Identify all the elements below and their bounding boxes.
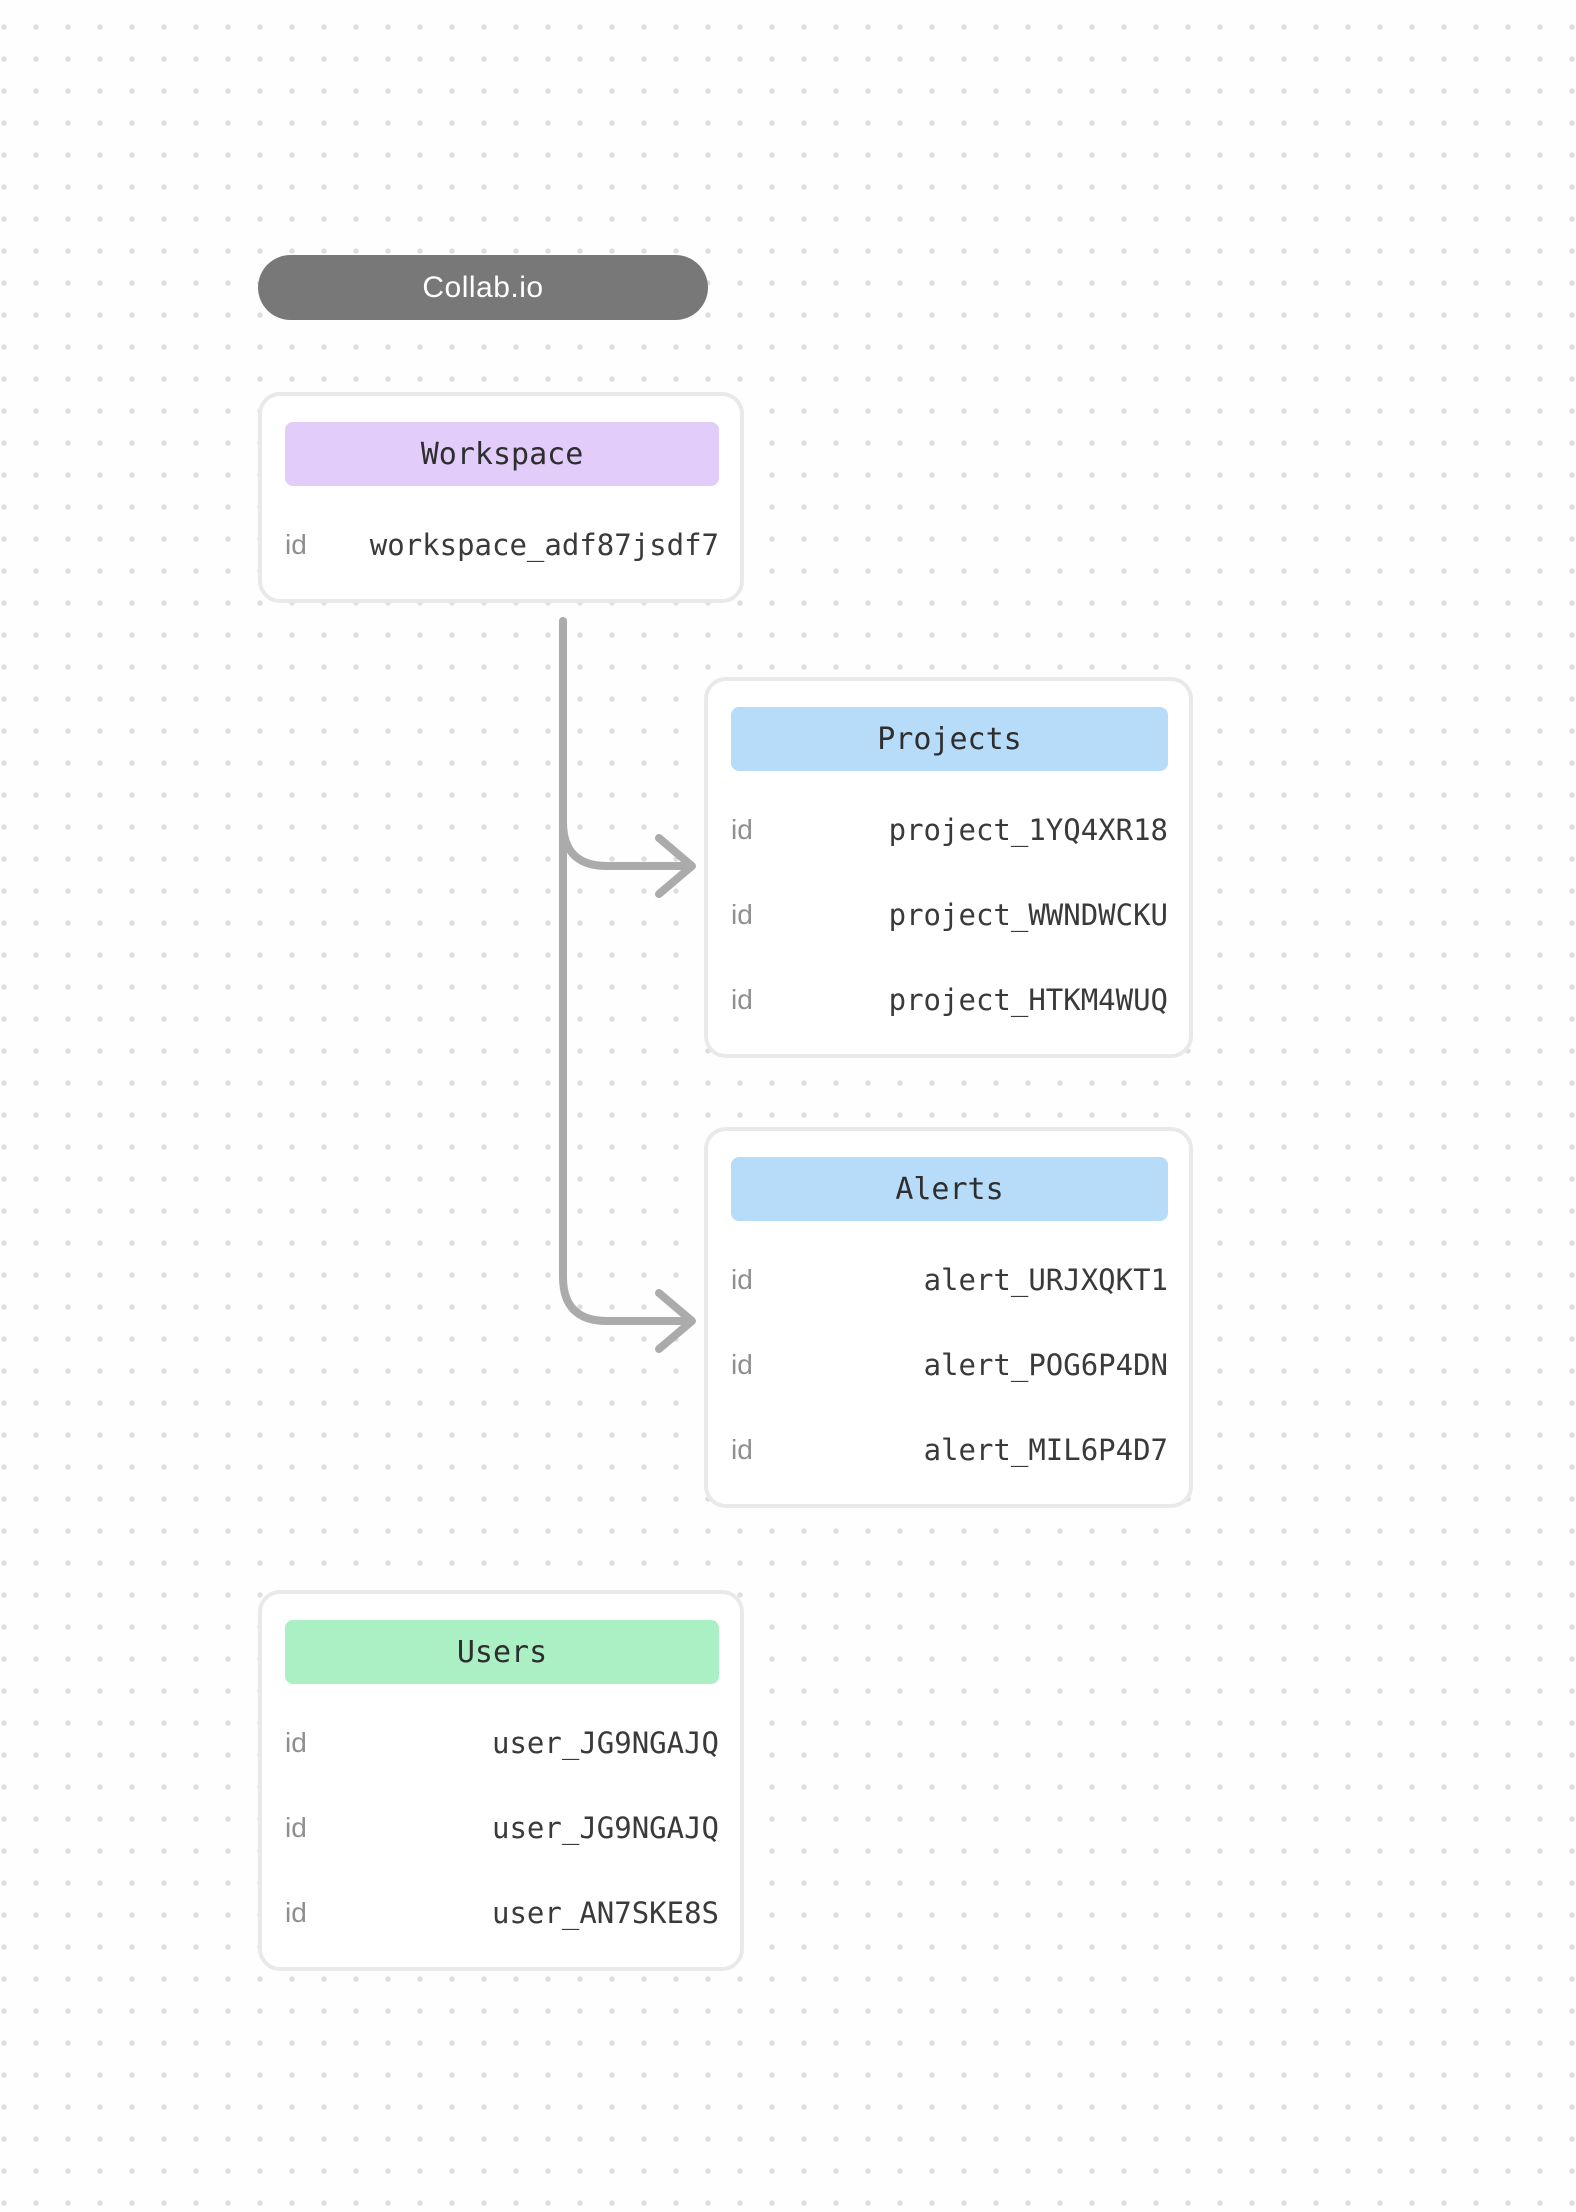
field-label: id — [285, 1726, 307, 1758]
field-value: alert_POG6P4DN — [923, 1347, 1168, 1382]
node-users-rows: id user_JG9NGAJQ id user_JG9NGAJQ id use… — [285, 1700, 719, 1955]
diagram-title: Collab.io — [422, 270, 544, 304]
node-title: Users — [456, 1634, 548, 1670]
field-label: id — [731, 898, 753, 930]
node-workspace-header: Workspace — [285, 422, 719, 486]
node-title: Projects — [877, 721, 1022, 757]
field-value: user_AN7SKE8S — [492, 1895, 719, 1930]
field-row: id alert_POG6P4DN — [731, 1322, 1168, 1407]
field-label: id — [731, 1433, 753, 1465]
field-label: id — [731, 1263, 753, 1295]
node-workspace[interactable]: Workspace id workspace_adf87jsdf7 — [258, 392, 744, 603]
field-label: id — [731, 813, 753, 845]
node-users[interactable]: Users id user_JG9NGAJQ id user_JG9NGAJQ … — [258, 1590, 744, 1971]
field-label: id — [285, 528, 307, 560]
field-row: id project_WWNDWCKU — [731, 872, 1168, 957]
field-row: id user_AN7SKE8S — [285, 1870, 719, 1955]
field-row: id user_JG9NGAJQ — [285, 1700, 719, 1785]
node-alerts[interactable]: Alerts id alert_URJXQKT1 id alert_POG6P4… — [704, 1127, 1193, 1508]
field-label: id — [731, 1348, 753, 1380]
field-label: id — [285, 1896, 307, 1928]
node-alerts-header: Alerts — [731, 1157, 1168, 1221]
arrowhead-projects-icon — [655, 834, 696, 898]
node-title: Workspace — [420, 436, 584, 472]
field-row: id alert_URJXQKT1 — [731, 1237, 1168, 1322]
node-projects-header: Projects — [731, 707, 1168, 771]
arrowhead-alerts-icon — [655, 1289, 696, 1353]
field-value: alert_URJXQKT1 — [923, 1262, 1168, 1297]
node-projects[interactable]: Projects id project_1YQ4XR18 id project_… — [704, 677, 1193, 1058]
field-row: id user_JG9NGAJQ — [285, 1785, 719, 1870]
edge-workspace-projects — [559, 818, 686, 870]
node-users-header: Users — [285, 1620, 719, 1684]
field-value: alert_MIL6P4D7 — [923, 1432, 1168, 1467]
field-label: id — [731, 983, 753, 1015]
node-workspace-rows: id workspace_adf87jsdf7 — [285, 502, 719, 587]
field-value: project_HTKM4WUQ — [888, 982, 1168, 1017]
field-label: id — [285, 1811, 307, 1843]
field-value: workspace_adf87jsdf7 — [369, 527, 719, 562]
field-value: project_1YQ4XR18 — [888, 812, 1168, 847]
field-row: id workspace_adf87jsdf7 — [285, 502, 719, 587]
node-projects-rows: id project_1YQ4XR18 id project_WWNDWCKU … — [731, 787, 1168, 1042]
field-row: id project_1YQ4XR18 — [731, 787, 1168, 872]
field-value: user_JG9NGAJQ — [492, 1725, 719, 1760]
node-title: Alerts — [895, 1171, 1004, 1207]
edge-workspace-alerts — [559, 617, 686, 1325]
field-row: id project_HTKM4WUQ — [731, 957, 1168, 1042]
diagram-title-pill[interactable]: Collab.io — [258, 255, 708, 320]
field-row: id alert_MIL6P4D7 — [731, 1407, 1168, 1492]
field-value: project_WWNDWCKU — [888, 897, 1168, 932]
field-value: user_JG9NGAJQ — [492, 1810, 719, 1845]
node-alerts-rows: id alert_URJXQKT1 id alert_POG6P4DN id a… — [731, 1237, 1168, 1492]
